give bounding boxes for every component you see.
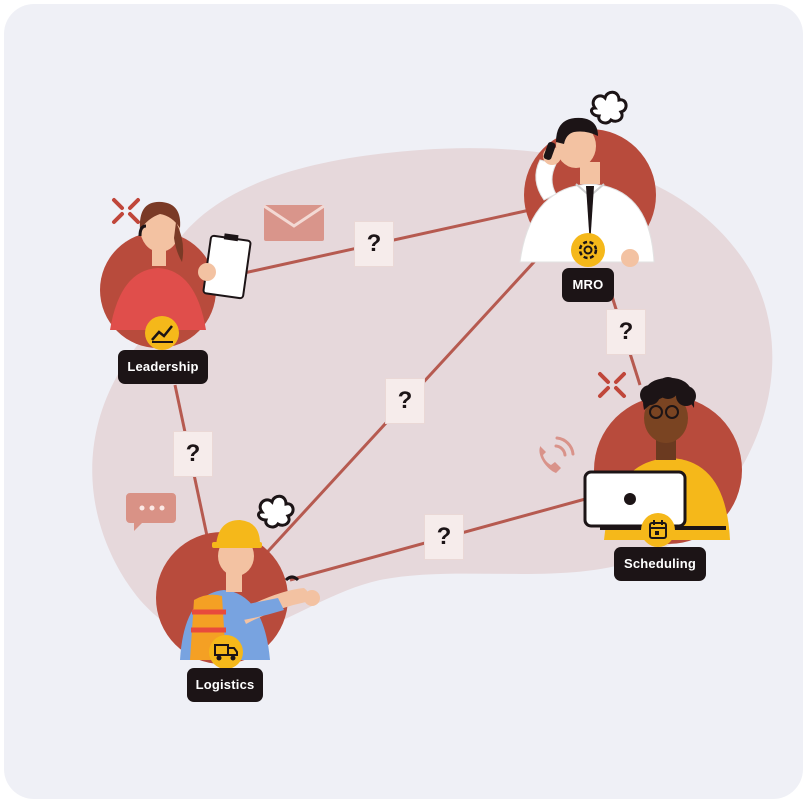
logistics-avatar [156, 520, 320, 664]
smoke-puff-icon [257, 494, 295, 529]
gear-icon [571, 233, 605, 267]
question-box-mro-scheduling: ? [606, 309, 646, 355]
leadership-label: Leadership [118, 350, 208, 384]
question-box-logistics-scheduling: ? [424, 514, 464, 560]
scheduling-avatar [583, 377, 742, 544]
scheduling-label: Scheduling [614, 547, 706, 581]
truck-icon [209, 635, 243, 669]
smoke-puff-icon [590, 90, 628, 125]
envelope-icon [263, 204, 325, 241]
question-box-leadership-logistics: ? [173, 431, 213, 477]
question-box-leadership-mro: ? [354, 221, 394, 267]
question-box-logistics-mro: ? [385, 378, 425, 424]
chart-trend-icon [145, 316, 179, 350]
logistics-label: Logistics [187, 668, 263, 702]
mro-label: MRO [562, 268, 614, 302]
chat-bubble-icon [126, 493, 176, 531]
phone-icon [539, 436, 575, 473]
leadership-avatar [100, 201, 252, 348]
anger-symbol-icon [598, 372, 626, 398]
calendar-icon [641, 513, 675, 547]
mro-avatar [519, 117, 656, 267]
anger-symbol-icon [112, 198, 140, 224]
